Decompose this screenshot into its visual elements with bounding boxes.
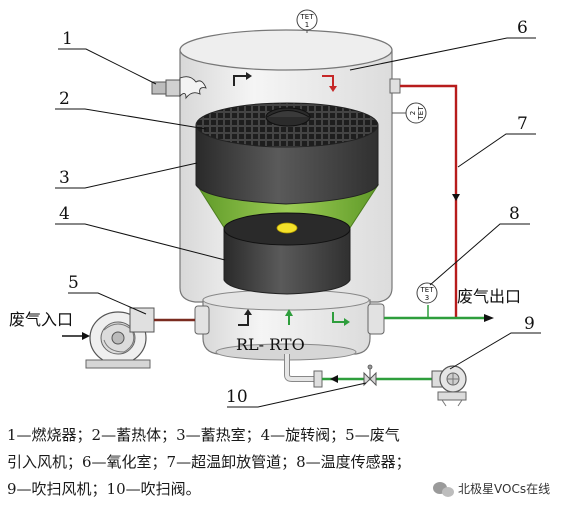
temperature-sensor-1: TET 1 xyxy=(296,9,318,33)
outlet-flange xyxy=(367,303,385,335)
temperature-sensor-2: 2 TET xyxy=(392,102,427,124)
sensor-3-number: 3 xyxy=(425,294,429,302)
purge-fan xyxy=(431,365,467,407)
sensor-1-tag: TET xyxy=(300,13,315,21)
sensor-2-number: 2 xyxy=(409,111,417,115)
temperature-sensor-3: TET 3 xyxy=(416,282,438,304)
label-5: 5 xyxy=(68,273,79,293)
flow-arrows-top xyxy=(233,72,337,92)
label-1: 1 xyxy=(62,29,73,49)
rto-label: RL- RTO xyxy=(236,335,305,354)
legend-line-1: 1—燃烧器；2—蓄热体；3—蓄热室；4—旋转阀；5—废气 xyxy=(7,426,400,444)
purge-valve xyxy=(363,364,377,387)
watermark-text: 北极星VOCs在线 xyxy=(458,482,550,496)
legend-line-3: 9—吹扫风机；10—吹扫阀。 xyxy=(7,480,201,498)
inlet-fan xyxy=(85,307,195,369)
label-6: 6 xyxy=(517,18,528,38)
label-7: 7 xyxy=(517,114,528,134)
sensor-2-tag: TET xyxy=(417,106,425,121)
outlet-label: 废气出口 xyxy=(457,287,521,306)
wechat-icon xyxy=(433,482,454,497)
label-4: 4 xyxy=(59,204,70,224)
inlet-label: 废气入口 xyxy=(9,310,73,329)
leader-lines xyxy=(55,37,541,408)
sensor-3-tag: TET xyxy=(420,286,435,294)
label-8: 8 xyxy=(509,204,520,224)
inlet-arrow xyxy=(62,332,90,340)
flow-arrows-bottom xyxy=(238,309,350,326)
rotary-valve xyxy=(223,212,351,295)
label-9: 9 xyxy=(524,314,535,334)
inlet-flange xyxy=(194,305,210,335)
watermark: 北极星VOCs在线 xyxy=(433,482,550,497)
burner xyxy=(151,76,207,100)
bypass-pipe xyxy=(389,78,460,318)
label-10: 10 xyxy=(226,387,248,407)
legend-line-2: 引入风机；6—氧化室；7—超温卸放管道；8—温度传感器； xyxy=(7,453,411,471)
label-3: 3 xyxy=(59,168,70,188)
heat-storage-media xyxy=(195,102,379,205)
outlet-line xyxy=(384,305,494,322)
purge-line xyxy=(284,354,432,388)
label-2: 2 xyxy=(59,89,70,109)
sensor-1-number: 1 xyxy=(305,21,309,29)
